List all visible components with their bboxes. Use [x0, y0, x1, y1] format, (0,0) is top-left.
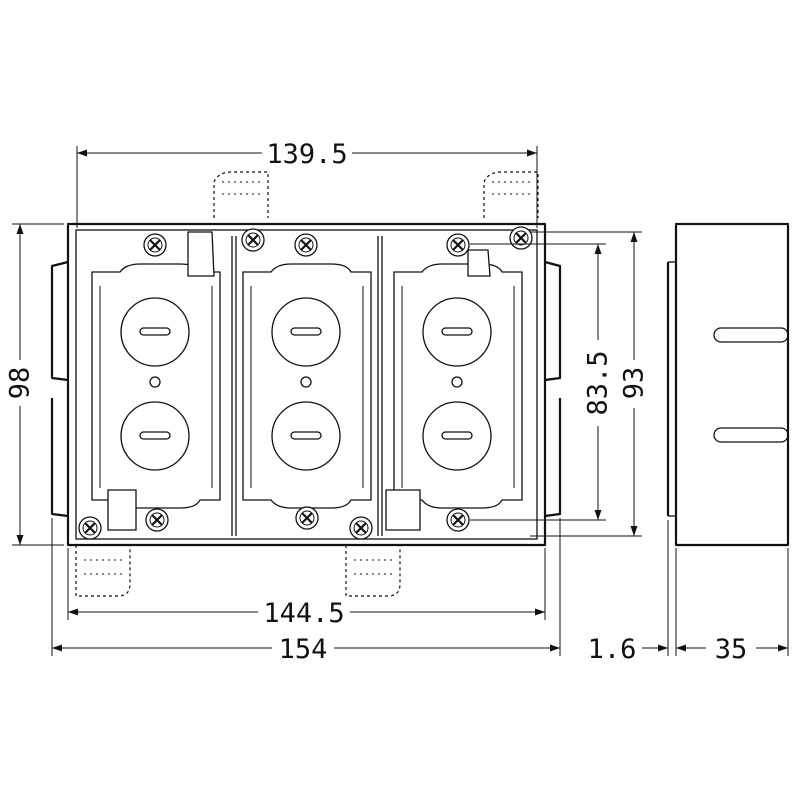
gang-module — [91, 263, 221, 509]
dim-depth: 35 — [715, 634, 748, 665]
tab-hatch — [84, 181, 532, 575]
screws — [78, 226, 533, 540]
dim-right-outer-height: 93 — [619, 367, 650, 400]
screw-icon — [145, 508, 169, 532]
screw-icon — [349, 516, 373, 540]
left-flange — [50, 260, 69, 518]
screw-icon — [294, 233, 318, 257]
dim-bottom-overall-width: 154 — [279, 634, 328, 665]
right-flange — [544, 260, 562, 518]
screw-icon — [143, 233, 167, 257]
screw-icon — [295, 506, 319, 530]
dimension-lines — [12, 146, 789, 656]
knockout-lower — [120, 401, 190, 471]
dim-flange-thickness: 1.6 — [588, 634, 637, 665]
wire-clips — [107, 231, 491, 531]
side-body — [674, 222, 790, 547]
side-slot-lower — [713, 427, 789, 443]
box-inner-rim — [75, 229, 538, 540]
dim-top-width: 139.5 — [266, 139, 347, 170]
knockout-upper — [120, 297, 190, 367]
side-slot-upper — [713, 327, 789, 343]
dim-bottom-inner-width: 144.5 — [263, 598, 344, 629]
dim-right-inner-height: 83.5 — [583, 350, 614, 415]
screw-icon — [446, 508, 470, 532]
screw-icon — [509, 226, 533, 250]
screw-icon — [446, 233, 470, 257]
screw-icon — [241, 228, 265, 252]
dim-left-height: 98 — [5, 367, 36, 400]
box-outline — [66, 222, 547, 547]
mounting-tabs-dashed — [75, 171, 539, 597]
box-front-view — [50, 222, 562, 547]
box-side-view — [666, 222, 790, 547]
screw-icon — [78, 516, 102, 540]
